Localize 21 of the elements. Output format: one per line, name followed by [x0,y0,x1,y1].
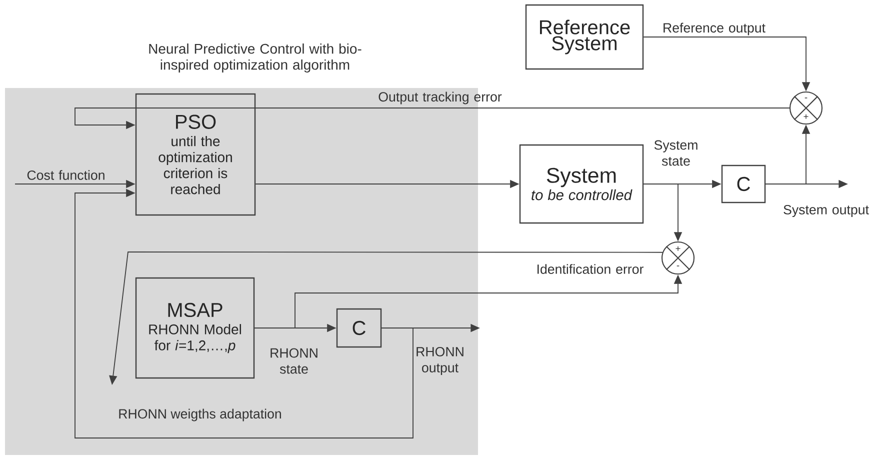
edge-label: System output [784,204,869,218]
block-box: MSAP RHONN Model for i=1,2,…,p [135,277,255,379]
block-box: Reference System [525,4,644,70]
edge-label: RHONN state [270,348,318,374]
edge-label: Output tracking error [378,92,502,104]
block-box: C [336,308,382,348]
edge-label: Cost function [27,170,104,180]
arrow [74,188,414,438]
sign-label: + [804,114,808,119]
edge-label: Reference output [664,22,766,36]
node-label: Neural Predictive Control with bio-inspired optimization algorithm [149,43,362,73]
summing-junction [661,241,695,275]
edge-label: RHONN output [416,346,464,376]
edge-label: System state [654,140,698,166]
block-box: PSO until the optimization criterion is reached [135,93,256,216]
edge-label: Identification error [538,264,644,274]
note-label: RHONN weigths adaptation [119,408,281,422]
block-box: C [721,164,766,204]
block-box: System to be controlled [519,144,644,224]
sign-label: + [676,246,680,251]
summing-junction [789,91,823,125]
